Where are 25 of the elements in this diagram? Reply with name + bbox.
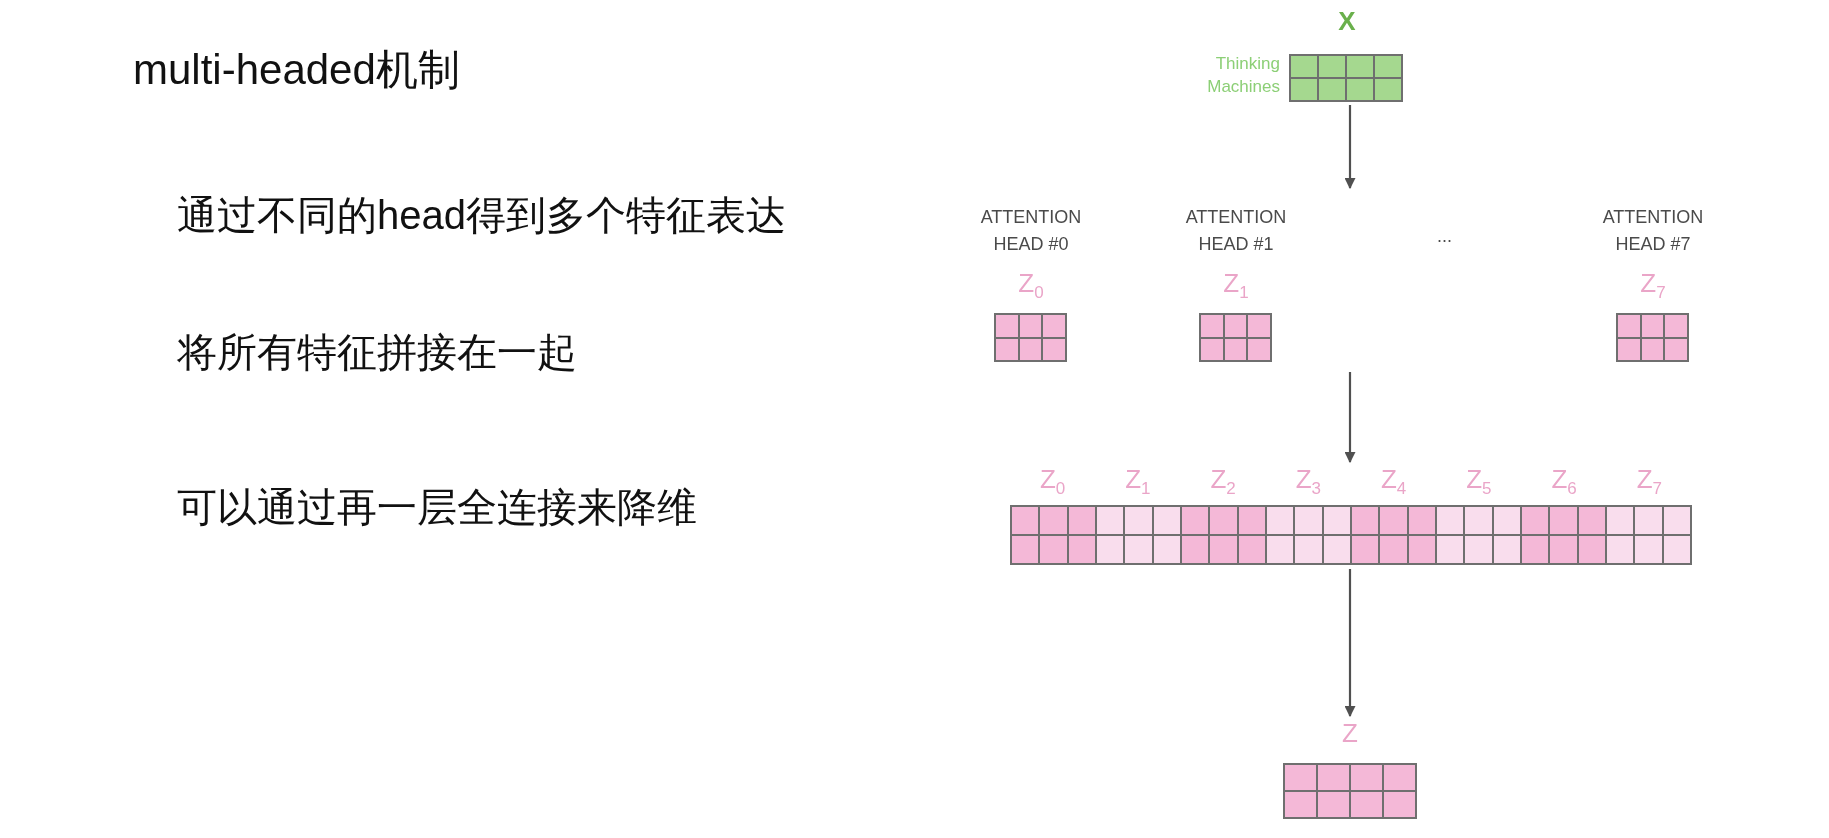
title: multi-headed机制 — [133, 45, 460, 95]
bullet-text: 将所有特征拼接在一起 — [177, 329, 577, 376]
input-label: Thinking Machines — [1206, 53, 1280, 98]
matrix-label: Z$_{1}$ — [1124, 464, 1152, 500]
matrix-label: Z$_{6}$ — [1550, 464, 1578, 500]
matrix-label: Z$_{7}$ — [1639, 268, 1667, 304]
matrix-label: Z$_{0}$ — [1038, 464, 1067, 500]
matrix-label: X — [1337, 6, 1357, 37]
matrix-label: Z$_{1}$ — [1222, 268, 1250, 304]
ellipsis: ... — [1437, 226, 1452, 247]
matrix-label: Z$_{2}$ — [1209, 464, 1237, 500]
matrix-label: Z$_{0}$ — [1017, 268, 1045, 304]
head-title: ATTENTION HEAD #0 — [979, 206, 1083, 256]
matrix-label: Z$_{7}$ — [1635, 464, 1664, 500]
head-title: ATTENTION HEAD #1 — [1184, 206, 1288, 256]
arrow — [1344, 569, 1356, 718]
arrow — [1344, 372, 1356, 464]
matrix-label: Z$_{5}$ — [1465, 464, 1493, 500]
bullet-text: 通过不同的head得到多个特征表达 — [177, 192, 786, 239]
bullet-text: 可以通过再一层全连接来降维 — [177, 484, 697, 531]
matrix-label: Z — [1341, 718, 1359, 749]
matrix-label: Z$_{3}$ — [1294, 464, 1323, 500]
head-title: ATTENTION HEAD #7 — [1601, 206, 1705, 256]
arrow — [1344, 105, 1356, 190]
matrix-label: Z$_{4}$ — [1379, 464, 1408, 500]
